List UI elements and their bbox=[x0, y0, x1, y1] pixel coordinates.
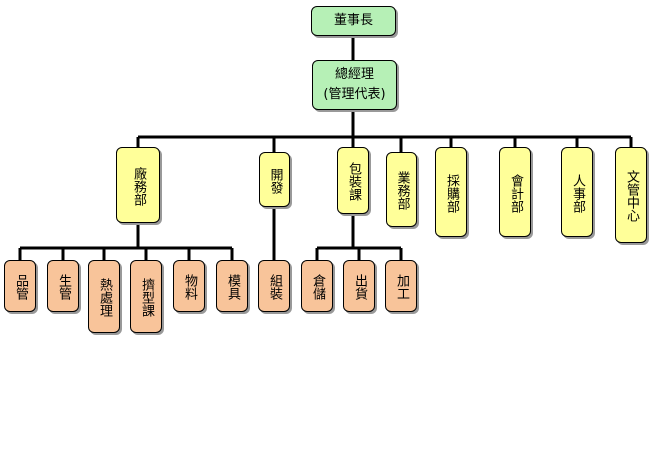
general-manager-box: 總經理 (管理代表) bbox=[312, 60, 397, 110]
unit-label: 組裝 bbox=[267, 274, 282, 300]
unit-box: 品管 bbox=[4, 260, 36, 312]
gm-sublabel: (管理代表) bbox=[323, 87, 386, 102]
unit-box: 倉儲 bbox=[301, 260, 333, 312]
department-box: 包裝課 bbox=[337, 147, 369, 214]
department-box: 會計部 bbox=[499, 147, 531, 237]
department-box: 人事部 bbox=[561, 147, 593, 237]
department-box: 廠務部 bbox=[116, 147, 160, 223]
department-label: 人事部 bbox=[570, 173, 585, 213]
unit-label: 生管 bbox=[56, 274, 71, 300]
unit-box: 加工 bbox=[385, 260, 417, 312]
department-label: 業務部 bbox=[394, 171, 410, 210]
department-label: 開發 bbox=[267, 167, 283, 194]
unit-label: 品管 bbox=[13, 274, 28, 300]
unit-box: 物料 bbox=[173, 260, 205, 312]
department-label: 文管中心 bbox=[624, 170, 639, 222]
unit-box: 生管 bbox=[47, 260, 79, 312]
chairman-label: 董事長 bbox=[333, 13, 373, 28]
unit-label: 熱處理 bbox=[97, 278, 112, 317]
department-box: 業務部 bbox=[386, 152, 417, 227]
department-label: 採購部 bbox=[444, 173, 459, 213]
unit-label: 倉儲 bbox=[310, 274, 325, 300]
department-label: 包裝課 bbox=[346, 162, 361, 201]
unit-label: 加工 bbox=[394, 274, 409, 300]
chairman-box: 董事長 bbox=[311, 6, 396, 36]
department-box: 採購部 bbox=[435, 147, 467, 237]
unit-box: 熱處理 bbox=[88, 260, 120, 333]
unit-label: 擠型課 bbox=[139, 278, 154, 317]
unit-box: 擠型課 bbox=[130, 260, 162, 333]
department-box: 開發 bbox=[259, 152, 290, 207]
unit-label: 出貨 bbox=[352, 274, 367, 300]
department-label: 會計部 bbox=[508, 173, 523, 213]
unit-box: 模具 bbox=[216, 260, 248, 312]
unit-box: 組裝 bbox=[258, 260, 290, 312]
unit-label: 物料 bbox=[182, 274, 197, 300]
department-label: 廠務部 bbox=[131, 166, 146, 206]
department-box: 文管中心 bbox=[615, 147, 647, 243]
unit-box: 出貨 bbox=[343, 260, 375, 312]
unit-label: 模具 bbox=[225, 274, 240, 300]
gm-label: 總經理 bbox=[334, 67, 374, 82]
